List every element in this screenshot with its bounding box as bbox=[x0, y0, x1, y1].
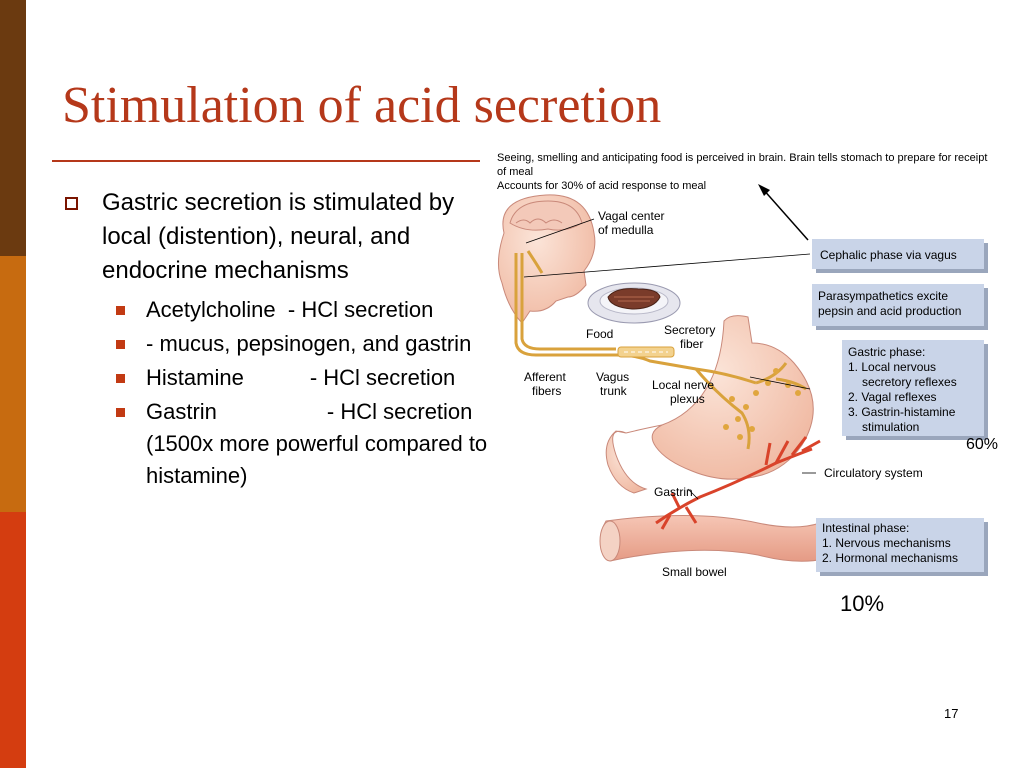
svg-text:1. Nervous mechanisms: 1. Nervous mechanisms bbox=[822, 536, 951, 550]
intestinal-phase-percentage: 10% bbox=[840, 591, 885, 616]
label-gastrin: Gastrin bbox=[654, 485, 693, 499]
svg-text:1. Local nervous: 1. Local nervous bbox=[848, 360, 936, 374]
label-vagus-trunk-2: trunk bbox=[600, 384, 628, 398]
sub-bullet: Histamine - HCl secretion bbox=[62, 362, 492, 394]
vagus-trunk-bundle bbox=[617, 346, 675, 358]
label-local-nerve-plexus: Local nerve bbox=[652, 378, 714, 392]
phase-box-cephalic: Cephalic phase via vagus bbox=[812, 239, 988, 273]
phase-box-intestinal: Intestinal phase: 1. Nervous mechanisms … bbox=[816, 518, 988, 576]
sub-bullet-effect: - HCl secretion bbox=[287, 297, 434, 322]
leader-lines bbox=[523, 218, 816, 500]
svg-text:stimulation: stimulation bbox=[862, 420, 919, 434]
title-underline bbox=[52, 160, 480, 162]
sidebar-segment-middle bbox=[0, 256, 26, 512]
label-afferent-fibers: Afferent bbox=[524, 370, 566, 384]
sub-bullet: - mucus, pepsinogen, and gastrin bbox=[62, 328, 492, 360]
phase-box-parasympathetic: Parasympathetics excite pepsin and acid … bbox=[812, 284, 988, 330]
sub-bullet-effect: - HCl secretion (1500x more powerful com… bbox=[146, 399, 488, 488]
sub-bullet-effect: - mucus, pepsinogen, and gastrin bbox=[146, 331, 472, 356]
label-afferent-fibers-2: fibers bbox=[532, 384, 561, 398]
svg-text:Parasympathetics excite: Parasympathetics excite bbox=[818, 289, 948, 303]
slide-title: Stimulation of acid secretion bbox=[62, 77, 662, 134]
page-number: 17 bbox=[944, 706, 959, 721]
sub-bullet: Gastrin- HCl secretion (1500x more power… bbox=[62, 396, 492, 492]
sub-bullet: Acetylcholine - HCl secretion bbox=[62, 294, 492, 326]
svg-text:Intestinal phase:: Intestinal phase: bbox=[822, 521, 909, 535]
stomach-illustration bbox=[605, 315, 814, 494]
sidebar-stripe bbox=[0, 0, 26, 768]
label-food: Food bbox=[586, 327, 613, 341]
food-plate-illustration bbox=[587, 282, 681, 324]
label-vagal-center-2: of medulla bbox=[598, 223, 654, 237]
label-secretory-fiber: Secretory bbox=[664, 323, 715, 337]
square-bullet-icon bbox=[116, 408, 125, 417]
acid-secretion-diagram: Vagal center of medulla Food Secretory f… bbox=[498, 194, 988, 579]
bullet-list: Gastric secretion is stimulated by local… bbox=[62, 186, 492, 492]
square-bullet-icon bbox=[116, 374, 125, 383]
sub-bullet-agent: Acetylcholine bbox=[146, 297, 276, 322]
phase-box-gastric: Gastric phase: 1. Local nervous secretor… bbox=[842, 340, 988, 440]
small-bowel-illustration bbox=[599, 514, 844, 562]
sub-bullet-effect: - HCl secretion bbox=[309, 365, 456, 390]
label-vagus-trunk: Vagus bbox=[596, 370, 629, 384]
main-bullet-text: Gastric secretion is stimulated by local… bbox=[102, 189, 455, 284]
sidebar-segment-bottom bbox=[0, 512, 26, 768]
label-small-bowel: Small bowel bbox=[662, 565, 727, 579]
main-bullet: Gastric secretion is stimulated by local… bbox=[62, 186, 492, 288]
head-illustration bbox=[498, 194, 596, 324]
sidebar-segment-top bbox=[0, 0, 26, 256]
label-vagal-center: Vagal center bbox=[598, 209, 665, 223]
sub-bullet-list: Acetylcholine - HCl secretion - mucus, p… bbox=[62, 294, 492, 492]
circulatory-vessels bbox=[655, 436, 821, 530]
svg-text:2. Vagal reflexes: 2. Vagal reflexes bbox=[848, 390, 937, 404]
svg-text:2. Hormonal mechanisms: 2. Hormonal mechanisms bbox=[822, 551, 958, 565]
square-bullet-icon bbox=[116, 340, 125, 349]
sub-bullet-agent: Histamine bbox=[146, 365, 244, 390]
label-circulatory-system: Circulatory system bbox=[824, 466, 923, 480]
sub-bullet-agent: Gastrin bbox=[146, 399, 217, 424]
gastric-phase-percentage: 60% bbox=[966, 436, 999, 453]
svg-text:secretory reflexes: secretory reflexes bbox=[862, 375, 957, 389]
cephalic-note: Seeing, smelling and anticipating food i… bbox=[497, 151, 992, 193]
note-line-2: Accounts for 30% of acid response to mea… bbox=[497, 180, 707, 192]
svg-text:3. Gastrin-histamine: 3. Gastrin-histamine bbox=[848, 405, 956, 419]
svg-text:Gastric phase:: Gastric phase: bbox=[848, 345, 925, 359]
svg-text:Cephalic phase via vagus: Cephalic phase via vagus bbox=[820, 248, 957, 262]
label-local-nerve-plexus-2: plexus bbox=[670, 392, 705, 406]
hollow-square-bullet-icon bbox=[65, 197, 78, 210]
note-line-1: Seeing, smelling and anticipating food i… bbox=[497, 152, 988, 178]
square-bullet-icon bbox=[116, 306, 125, 315]
svg-text:pepsin and acid production: pepsin and acid production bbox=[818, 304, 961, 318]
label-secretory-fiber-2: fiber bbox=[680, 337, 703, 351]
